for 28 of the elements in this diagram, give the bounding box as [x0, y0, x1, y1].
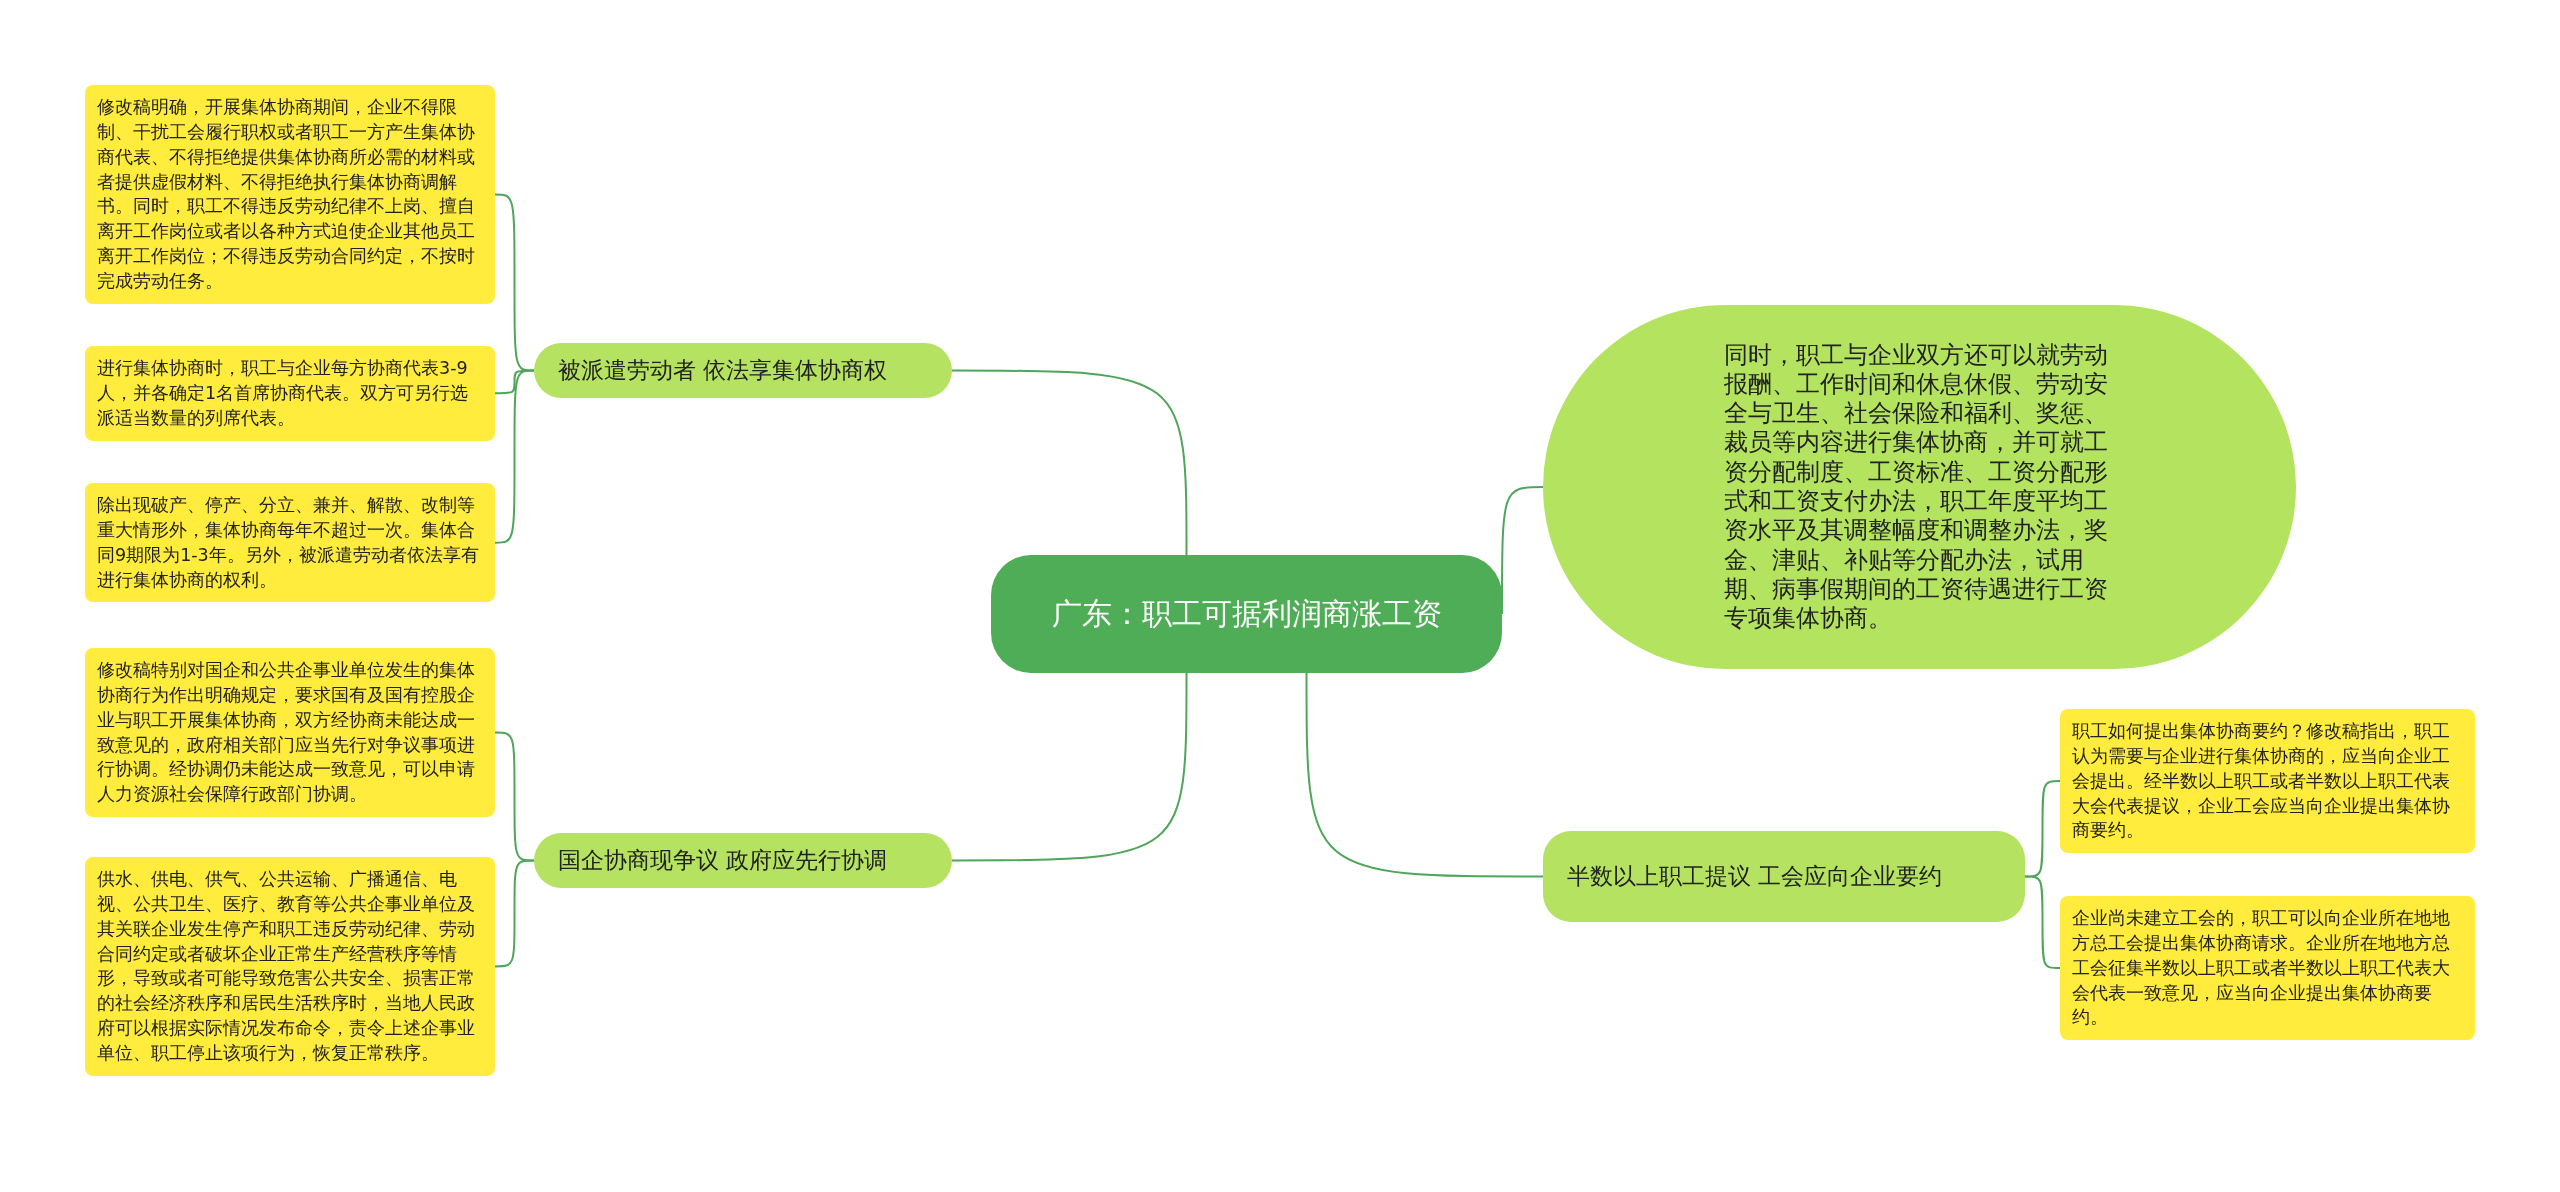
- node-text: 被派遣劳动者 依法享集体协商权: [558, 356, 888, 386]
- note-card: [85, 857, 495, 1076]
- note-card: [85, 648, 495, 818]
- branch-topic: [1543, 831, 2025, 922]
- node-text: 进行集体协商时，职工与企业每方协商代表3-9人，并各确定1名首席协商代表。双方可另行选派适当数量的列席代表。: [97, 357, 470, 430]
- connector: [951, 369, 1188, 556]
- note-card: [2060, 709, 2475, 854]
- note-card: [85, 346, 495, 441]
- node-text: 广东：职工可据利润商涨工资: [1051, 594, 1442, 633]
- note-card: [85, 483, 495, 603]
- node-text: 半数以上职工提议 工会应向企业要约: [1567, 862, 1943, 892]
- central-topic: [991, 555, 1502, 673]
- node-text: 同时，职工与企业双方还可以就劳动报酬、工作时间和休息休假、劳动安全与卫生、社会保险和福利、奖惩、裁员等内容进行集体协商，并可就工资分配制度、工资标准、工资分配形式和工资支付办法，职工年度平均工资水平及其调整幅度和调整办法，奖金、津贴、补贴等分配办法，试用期、病事假期间的工资待遇进行工资专项集体协商。: [1723, 340, 2109, 634]
- node-text: 除出现破产、停产、分立、兼并、解散、改制等重大情形外，集体协商每年不超过一次。集体合同9期限为1-3年。另外，被派遣劳动者依法享有进行集体协商的权利。: [97, 494, 480, 592]
- node-text: 供水、供电、供气、公共运输、广播通信、电视、公共卫生、医疗、教育等公共企事业单位及其关联企业发生停产和职工违反劳动纪律、劳动合同约定或者破坏企业正常生产经营秩序等情形，导致或者可能导致危害公共安全、损害正常的社会经济秩序和居民生活秩序时，当地人民政府可以根据实际情况发布命令，责令上述企事业单位、职工停止该项行为，恢复正常秩序。: [97, 868, 476, 1065]
- connector: [494, 369, 535, 544]
- node-text: 修改稿明确，开展集体协商期间，企业不得限制、干扰工会履行职权或者职工一方产生集体协商代表、不得拒绝提供集体协商所必需的材料或者提供虚假材料、不得拒绝执行集体协商调解书。同时，职工不得违反劳动纪律不上岗、擅自离开工作岗位或者以各种方式迫使企业其他员工离开工作岗位；不得违反劳动合同约定，不按时完成劳动任务。: [97, 96, 476, 293]
- connector: [494, 193, 535, 372]
- connector: [951, 672, 1188, 862]
- note-card: [2060, 896, 2475, 1041]
- node-text: 职工如何提出集体协商要约？修改稿指出，职工认为需要与企业进行集体协商的，应当向企业工会提出。经半数以上职工或者半数以上职工代表大会代表提议，企业工会应当向企业提出集体协商要约。: [2072, 720, 2451, 843]
- node-text: 国企协商现争议 政府应先行协调: [558, 846, 888, 876]
- connector: [1305, 672, 1544, 878]
- node-text: 企业尚未建立工会的，职工可以向企业所在地地方总工会提出集体协商请求。企业所在地地方总工会征集半数以上职工或者半数以上职工代表大会代表一致意见，应当向企业提出集体协商要约。: [2072, 907, 2451, 1030]
- branch-topic: [534, 833, 952, 888]
- branch-topic: [534, 343, 952, 398]
- note-card: [85, 85, 495, 304]
- node-text: 修改稿特别对国企和公共企事业单位发生的集体协商行为作出明确规定，要求国有及国有控股企业与职工开展集体协商，双方经协商未能达成一致意见的，政府相关部门应当先行对争议事项进行协调。经协调仍未能达成一致意见，可以申请人力资源社会保障行政部门协调。: [97, 659, 476, 807]
